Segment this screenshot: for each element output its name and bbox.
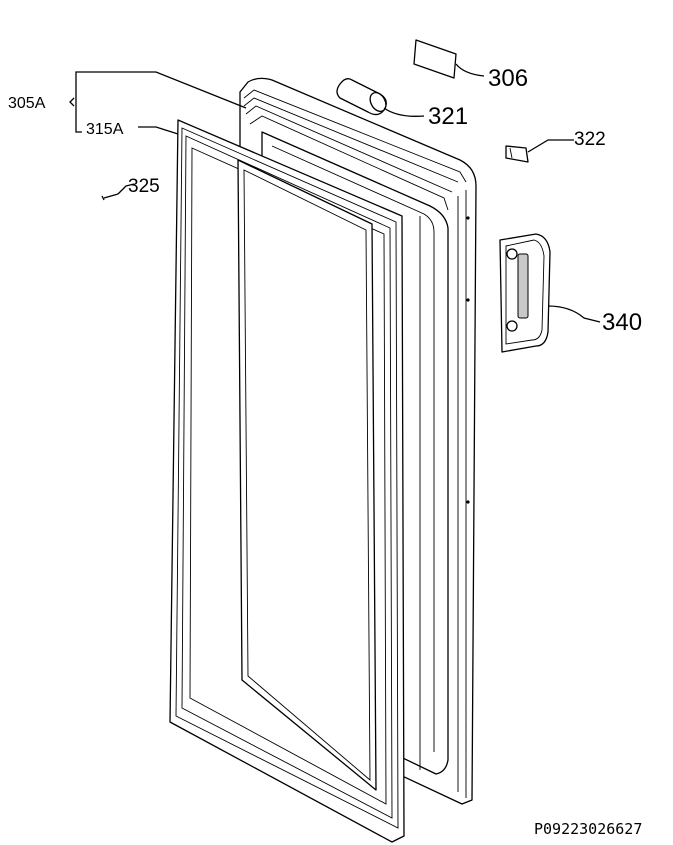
leader-lines [69,63,601,323]
drawing-code: P09223026627 [534,820,642,838]
door-gasket [169,119,405,843]
screw-325 [101,193,119,201]
callout-325: 325 [128,176,160,197]
callout-315A: 315A [86,121,124,138]
callout-322: 322 [574,129,606,150]
callout-306: 306 [488,65,528,92]
callout-321: 321 [428,103,468,130]
label-plate-306 [413,39,457,79]
callout-340: 340 [602,309,642,336]
door-handle-340 [499,233,551,353]
cap-322 [505,145,529,163]
callout-305A: 305A [8,95,46,112]
pin-321 [336,78,387,116]
